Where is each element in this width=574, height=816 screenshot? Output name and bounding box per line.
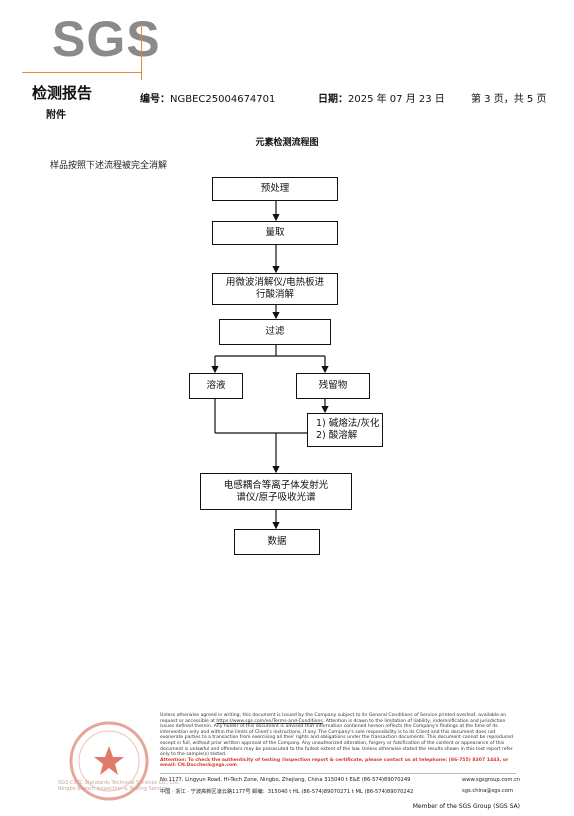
- flowchart-title: 元素检测流程图: [255, 138, 319, 148]
- seal-stamp-icon: [69, 721, 149, 801]
- report-number: 编号：NGBEC25004674701: [140, 90, 275, 105]
- step-residue-label: 残留物: [318, 380, 348, 391]
- step-filter: 过滤: [219, 319, 331, 345]
- step-residue: 残留物: [296, 373, 370, 399]
- logo-divider-v: [141, 24, 142, 80]
- step-measure: 量取: [212, 221, 338, 245]
- seal-caption: SGS-CSTC Standards Technical Services Co…: [58, 780, 179, 792]
- seal-caption-line1: SGS-CSTC Standards Technical Services Co…: [58, 780, 180, 786]
- email[interactable]: sgs.china@sgs.com: [462, 788, 514, 794]
- step-pretreatment: 预处理: [212, 177, 338, 201]
- seal-caption-line2: Ningbo Branch Inspection & Testing Servi…: [58, 786, 170, 792]
- legal-text-2: . Attention is drawn to the limitation o…: [160, 718, 514, 758]
- page-indicator: 第 3 页，共 5 页: [471, 94, 547, 105]
- authenticity-notice: Attention: To check the authenticity of …: [160, 757, 509, 769]
- website[interactable]: www.sgsgroup.com.cn: [462, 777, 521, 783]
- report-title: 检测报告: [32, 84, 93, 102]
- report-date: 日期：2025 年 07 月 23 日: [318, 90, 445, 105]
- residue-method-1: 1) 碱熔法/灰化: [316, 418, 380, 429]
- step-digestion-line1: 用微波消解仪/电热板进: [225, 277, 325, 288]
- step-data-label: 数据: [267, 536, 287, 547]
- attachment-label: 附件: [46, 110, 66, 121]
- report-date-value: 2025 年 07 月 23 日: [348, 94, 445, 105]
- step-digestion-line2: 行酸消解: [255, 289, 294, 300]
- footer-divider: [160, 773, 516, 774]
- step-icp-aas-label: 电感耦合等离子体发射光谱仪/原子吸收光谱: [224, 480, 329, 504]
- step-measure-label: 量取: [265, 227, 285, 238]
- address-en: No.1177, Lingyun Road, Hi-Tech Zone, Nin…: [160, 777, 411, 783]
- sgs-logo: SGS: [22, 14, 160, 80]
- report-date-label: 日期：: [318, 94, 348, 105]
- legal-notice: Unless otherwise agreed in writing, this…: [160, 713, 516, 769]
- report-number-label: 编号：: [140, 94, 170, 105]
- step-icp-line2: 谱仪/原子吸收光谱: [236, 491, 316, 503]
- step-digestion-label: 用微波消解仪/电热板进行酸消解: [226, 277, 324, 301]
- step-data: 数据: [234, 529, 320, 555]
- terms-link[interactable]: https://www.sgs.com/en/Terms-and-Conditi…: [216, 718, 323, 724]
- step-pretreatment-label: 预处理: [260, 183, 290, 194]
- step-filter-label: 过滤: [265, 326, 285, 337]
- logo-divider-h: [22, 72, 142, 73]
- report-number-value: NGBEC25004674701: [170, 94, 276, 105]
- member-note: Member of the SGS Group (SGS SA): [412, 803, 520, 810]
- step-solution: 溶液: [189, 373, 243, 399]
- address-cn: 中国 · 浙江 · 宁波高新区凌云路1177号 邮编：315040 t HL (…: [160, 789, 414, 795]
- residue-method-2: 2) 酸溶解: [316, 430, 358, 441]
- step-icp-aas: 电感耦合等离子体发射光谱仪/原子吸收光谱: [200, 473, 352, 510]
- step-icp-line1: 电感耦合等离子体发射光: [223, 479, 329, 491]
- step-solution-label: 溶液: [206, 380, 226, 391]
- intro-text: 样品按照下述流程被完全消解: [50, 161, 168, 171]
- legal-text: Unless otherwise agreed in writing, this…: [160, 713, 507, 724]
- step-digestion: 用微波消解仪/电热板进行酸消解: [212, 273, 338, 305]
